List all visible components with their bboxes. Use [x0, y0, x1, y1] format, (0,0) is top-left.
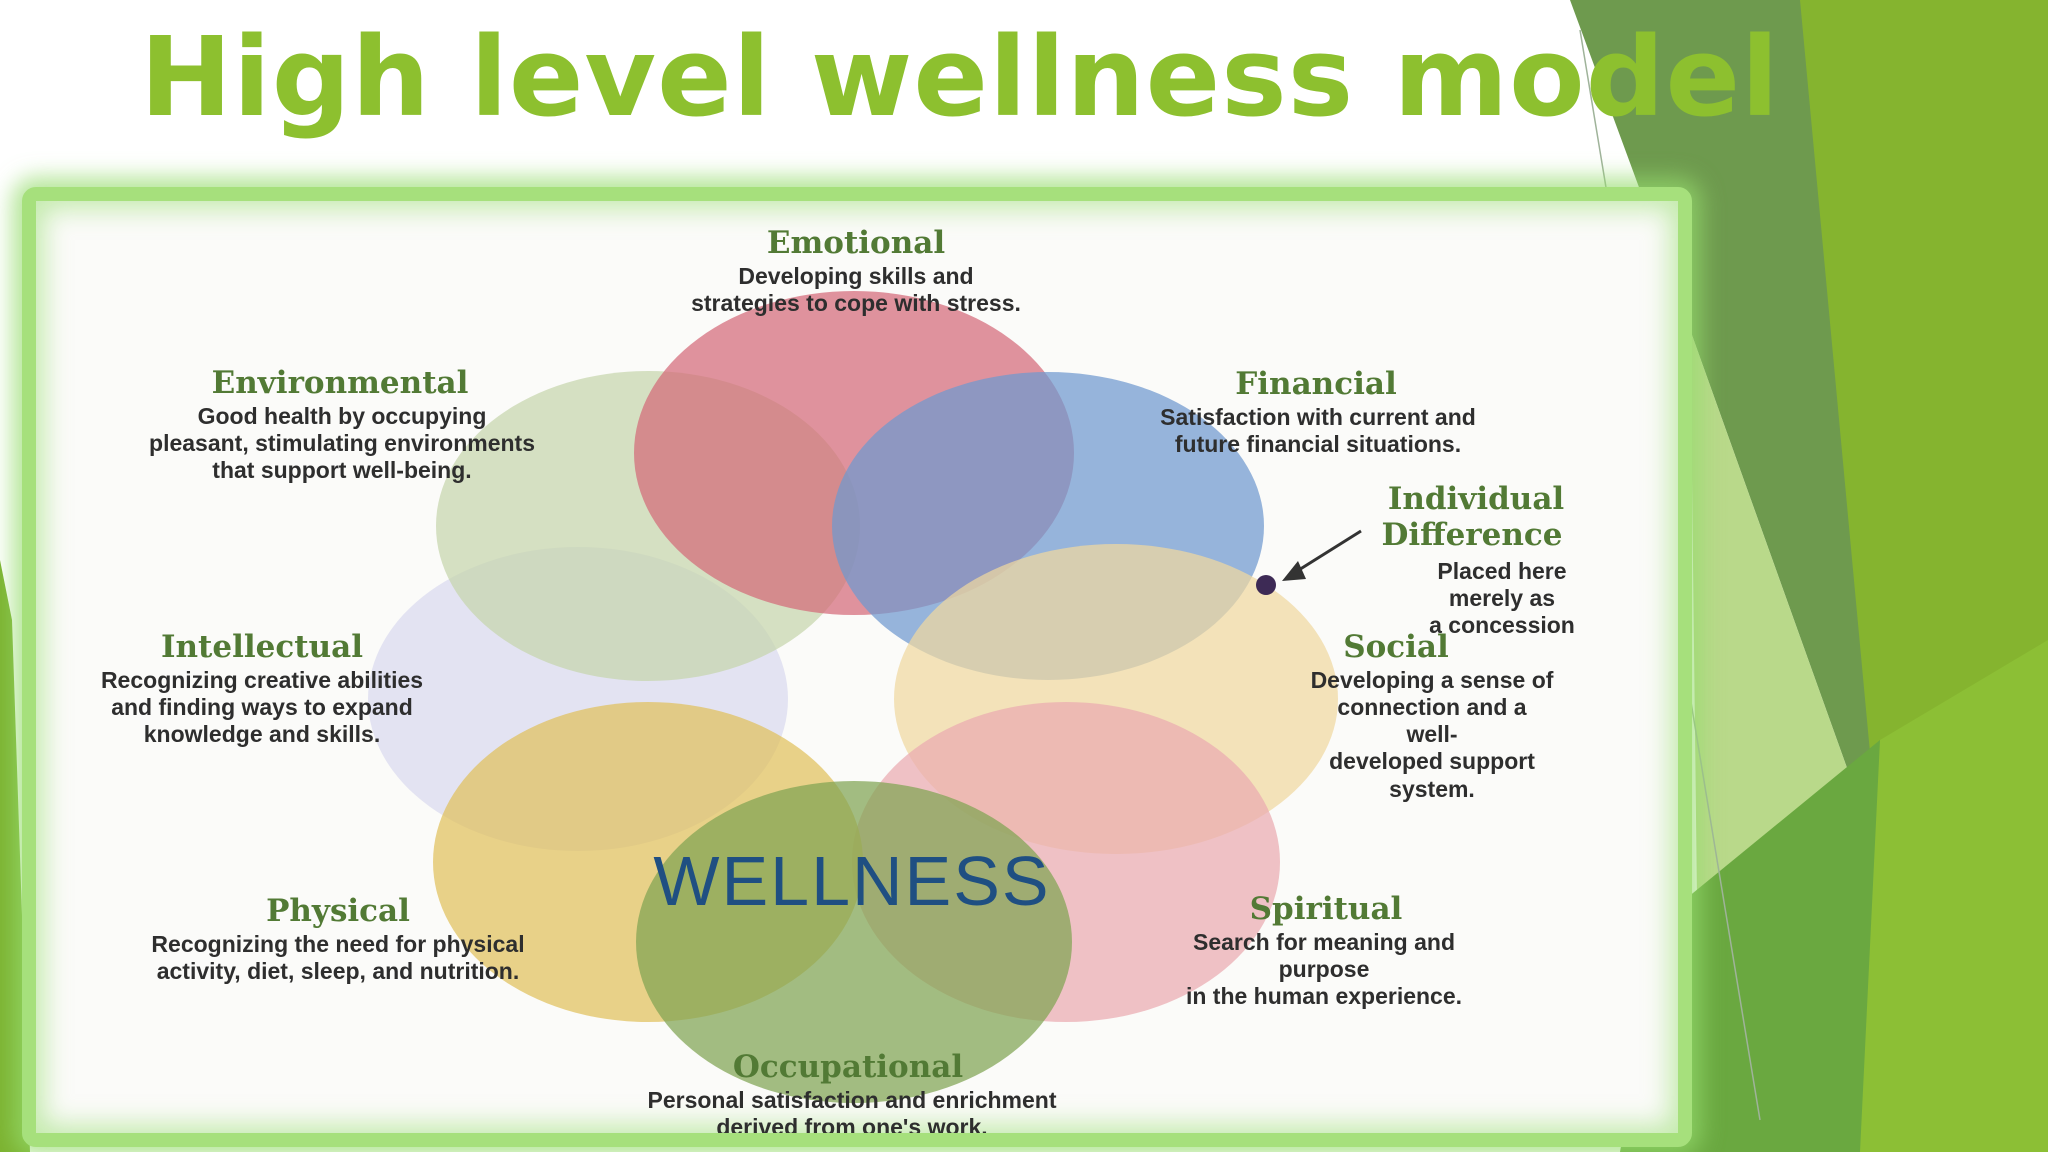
physical-description: Recognizing the need for physical activi… [151, 931, 525, 985]
arrowhead-icon [1282, 561, 1306, 581]
intellectual-description: Recognizing creative abilities and findi… [100, 667, 424, 748]
spiritual-description: Search for meaning and purpose in the hu… [1185, 929, 1463, 1010]
center-wellness-label: WELLNESS [653, 842, 1051, 920]
individual-difference-arrow [1293, 529, 1362, 575]
individual-difference-heading-line2: Difference [1381, 517, 1563, 553]
slide-title: High level wellness model [140, 13, 1780, 141]
wellness-venn [368, 291, 1362, 1103]
deco-lime-panel [1860, 640, 2048, 1152]
individual-difference-heading-line1: Individual [1387, 481, 1565, 517]
deco-bright-green-panel [1800, 0, 2048, 860]
financial-heading: Financial [1235, 366, 1397, 402]
environmental-heading: Environmental [211, 365, 469, 401]
occupational-description: Personal satisfaction and enrichment der… [647, 1087, 1057, 1141]
deco-dark-green-panel [1570, 0, 1880, 860]
social-description: Developing a sense of connection and a w… [1310, 667, 1554, 802]
emotional-heading: Emotional [766, 225, 946, 261]
individual-difference-description: Placed here merely as a concession [1429, 558, 1575, 639]
emotional-description: Developing skills and strategies to cope… [691, 263, 1021, 317]
social-heading: Social [1343, 629, 1449, 665]
wellness-diagram-frame: WELLNESS Emotional Developing skills and… [22, 187, 1692, 1147]
physical-heading: Physical [266, 893, 410, 929]
occupational-heading: Occupational [732, 1049, 964, 1085]
environmental-description: Good health by occupying pleasant, stimu… [149, 403, 535, 484]
individual-difference-marker [1256, 575, 1276, 595]
intellectual-heading: Intellectual [161, 629, 363, 665]
financial-description: Satisfaction with current and future fin… [1160, 404, 1476, 458]
spiritual-heading: Spiritual [1249, 891, 1403, 927]
occupational-ellipse [636, 781, 1072, 1103]
